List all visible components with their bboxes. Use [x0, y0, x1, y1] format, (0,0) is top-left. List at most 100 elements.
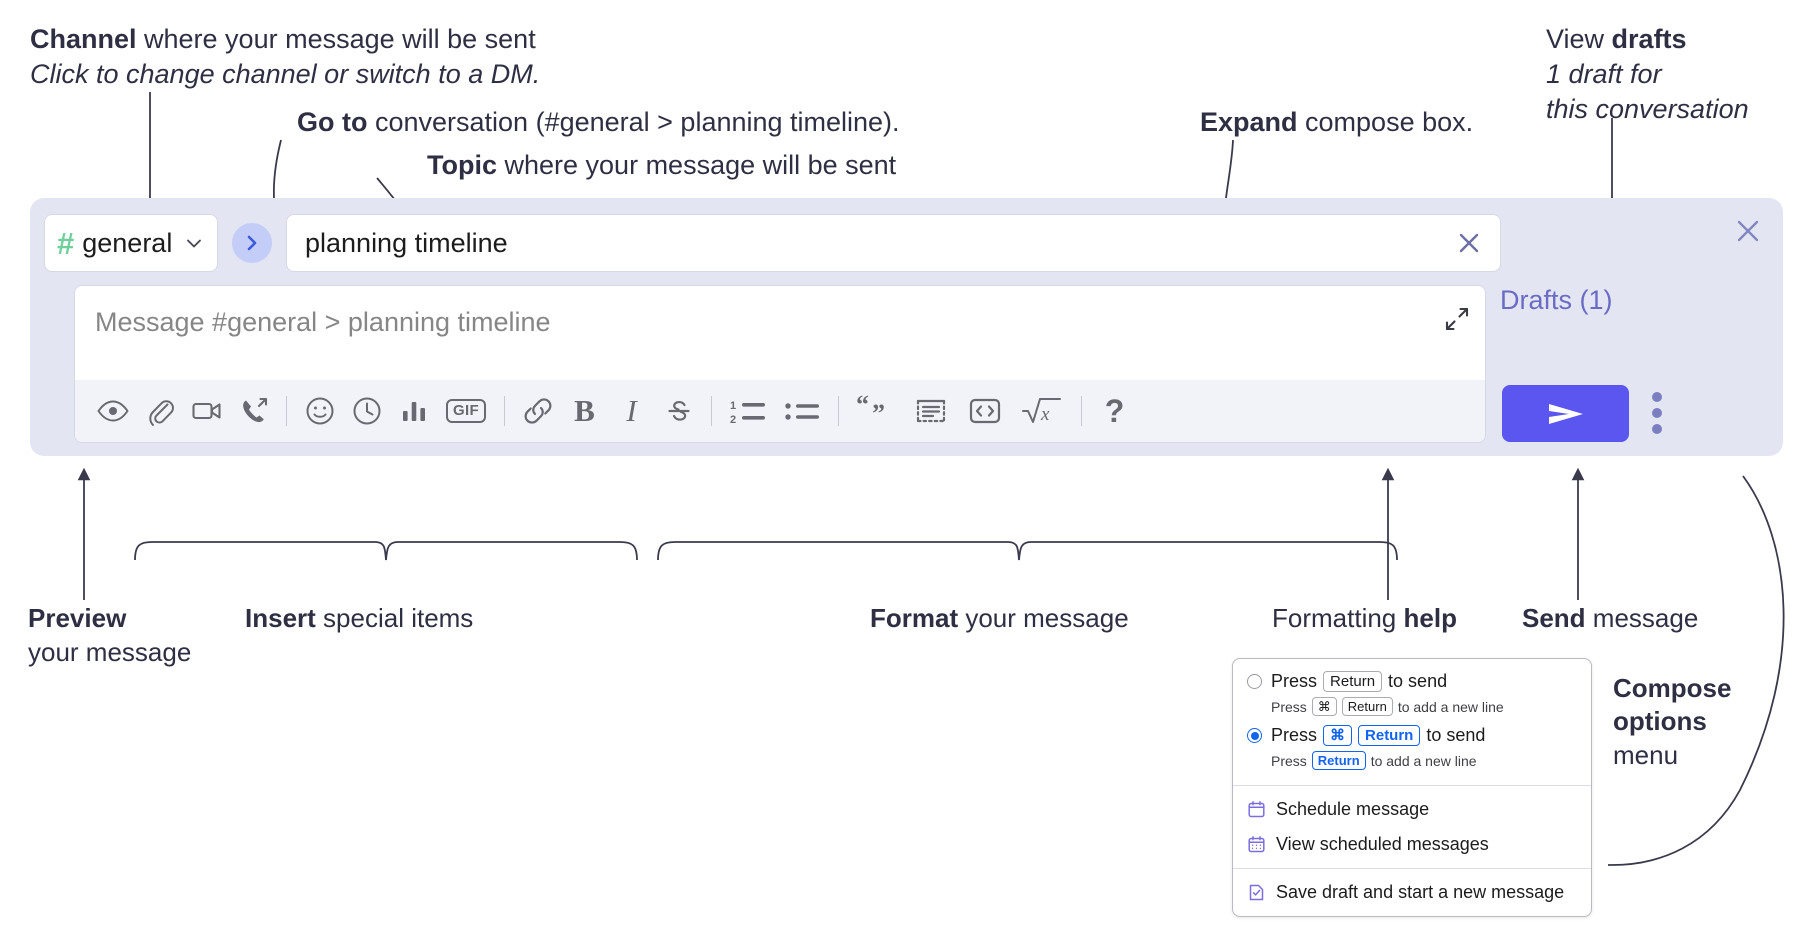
ordered-list-icon[interactable]: 1 2: [721, 389, 775, 433]
svg-text:“: “: [856, 395, 869, 419]
channel-name: general: [82, 227, 173, 258]
compose-options-menu-button[interactable]: [1652, 392, 1662, 434]
schedule-menu-group: Schedule message View scheduled messages: [1233, 786, 1591, 868]
annotation-goto-rest: conversation (#general > planning timeli…: [367, 107, 900, 137]
go-to-conversation-button[interactable]: [232, 223, 272, 263]
menu-item-save-draft[interactable]: Save draft and start a new message: [1233, 875, 1591, 910]
key-command: ⌘: [1323, 725, 1353, 746]
attachment-icon[interactable]: [136, 389, 183, 433]
annotation-channel-bold: Channel: [30, 24, 137, 54]
huddle-call-icon[interactable]: [230, 389, 277, 433]
preview-icon[interactable]: [89, 389, 136, 433]
bold-label: B: [574, 393, 595, 428]
menu-item-view-scheduled-messages[interactable]: View scheduled messages: [1233, 827, 1591, 862]
svg-text:x: x: [1040, 404, 1050, 425]
option-2-sub-pre: Press: [1271, 752, 1307, 769]
kebab-dot: [1652, 408, 1662, 418]
key-command: ⌘: [1311, 697, 1337, 716]
key-return: Return: [1341, 697, 1393, 716]
annotation-preview-rest: your message: [28, 636, 192, 667]
toolbar-separator: [838, 396, 839, 426]
toolbar-separator: [1081, 396, 1082, 426]
annotation-insert-bold: Insert: [245, 603, 316, 633]
annotation-drafts-bold: drafts: [1611, 24, 1687, 54]
toolbar-separator: [711, 396, 712, 426]
annotation-drafts: View drafts 1 draft for this conversatio…: [1546, 22, 1806, 127]
inline-code-icon[interactable]: [958, 389, 1012, 433]
menu-item-label: Schedule message: [1276, 799, 1430, 819]
annotation-preview-bold: Preview: [28, 603, 127, 633]
menu-item-label: View scheduled messages: [1276, 834, 1489, 854]
annotation-send-rest: message: [1585, 603, 1699, 633]
kebab-dot: [1652, 392, 1662, 402]
annotation-format: Format your message: [870, 602, 1290, 636]
formatting-toolbar: GIF B I 1: [75, 380, 1485, 442]
annotation-drafts-pre: View: [1546, 24, 1612, 54]
clock-icon[interactable]: [343, 389, 390, 433]
draft-menu-group: Save draft and start a new message: [1233, 869, 1591, 916]
annotation-help-pre: Formatting: [1272, 603, 1404, 633]
option-2-main: Press ⌘ Return to send: [1271, 725, 1485, 746]
radio-selected-icon[interactable]: [1247, 728, 1262, 743]
annotation-format-rest: your message: [958, 603, 1129, 633]
annotation-insert-rest: special items: [315, 603, 474, 633]
annotation-expand-rest: compose box.: [1297, 107, 1474, 137]
math-icon[interactable]: x: [1012, 389, 1072, 433]
compose-header-row: # general planning timeline: [44, 214, 1501, 272]
annotation-topic-rest: where your message will be sent: [497, 150, 897, 180]
annotation-compose-options-bold-2: options: [1613, 706, 1707, 737]
compose-options-popup: Press Return to send Press ⌘ Return to a…: [1232, 658, 1592, 917]
annotation-preview: Preview your message: [28, 602, 268, 670]
drafts-link[interactable]: Drafts (1): [1500, 285, 1613, 315]
help-icon[interactable]: ?: [1091, 389, 1138, 433]
svg-text:2: 2: [730, 414, 736, 426]
poll-icon[interactable]: [390, 389, 437, 433]
close-icon[interactable]: [1733, 216, 1763, 246]
option-1-main: Press Return to send: [1271, 671, 1447, 692]
option-command-return-to-send[interactable]: Press ⌘ Return to send: [1233, 723, 1591, 748]
option-1-sub: Press ⌘ Return to add a new line: [1233, 694, 1591, 723]
italic-icon[interactable]: I: [608, 389, 655, 433]
topic-input[interactable]: planning timeline: [286, 214, 1501, 272]
expand-icon[interactable]: [1444, 306, 1470, 332]
bold-icon[interactable]: B: [561, 389, 608, 433]
calendar-icon: [1247, 800, 1266, 819]
gif-label: GIF: [446, 399, 486, 423]
key-return: Return: [1358, 725, 1421, 746]
clear-topic-icon[interactable]: [1454, 228, 1484, 258]
menu-item-schedule-message[interactable]: Schedule message: [1233, 792, 1591, 827]
bulleted-list-icon[interactable]: [775, 389, 829, 433]
strikethrough-icon[interactable]: [655, 389, 702, 433]
code-block-icon[interactable]: [904, 389, 958, 433]
gif-icon[interactable]: GIF: [437, 389, 495, 433]
menu-divider: [1233, 785, 1591, 786]
annotation-compose-options: Compose options menu: [1613, 672, 1813, 772]
radio-unselected-icon[interactable]: [1247, 674, 1262, 689]
toolbar-separator: [286, 396, 287, 426]
annotation-drafts-italic-2: this conversation: [1546, 94, 1749, 125]
message-input[interactable]: Message #general > planning timeline: [75, 286, 1485, 381]
key-return: Return: [1323, 671, 1383, 692]
option-return-to-send[interactable]: Press Return to send: [1233, 669, 1591, 694]
channel-selector[interactable]: # general: [44, 214, 218, 272]
annotation-send-bold: Send: [1522, 603, 1586, 633]
link-icon[interactable]: [514, 389, 561, 433]
chevron-right-icon: [247, 235, 257, 251]
blockquote-icon[interactable]: “ ”: [848, 389, 904, 433]
annotation-channel-rest: where your message will be sent: [136, 24, 536, 54]
compose-panel: # general planning timeline Message #gen…: [30, 198, 1783, 456]
annotation-topic-bold: Topic: [427, 150, 497, 180]
hash-icon: #: [57, 225, 74, 261]
option-1-sub-post: to add a new line: [1397, 698, 1504, 715]
italic-label: I: [626, 393, 637, 428]
send-button[interactable]: [1502, 385, 1629, 442]
annotation-insert: Insert special items: [245, 602, 665, 636]
message-placeholder: Message #general > planning timeline: [95, 307, 551, 337]
option-1-post: to send: [1388, 671, 1448, 691]
video-icon[interactable]: [183, 389, 230, 433]
chevron-down-icon: [183, 232, 205, 254]
option-2-post: to send: [1426, 725, 1486, 745]
annotation-compose-options-bold-1: Compose: [1613, 673, 1732, 703]
annotation-topic: Topic where your message will be sent: [427, 148, 1067, 183]
emoji-icon[interactable]: [296, 389, 343, 433]
